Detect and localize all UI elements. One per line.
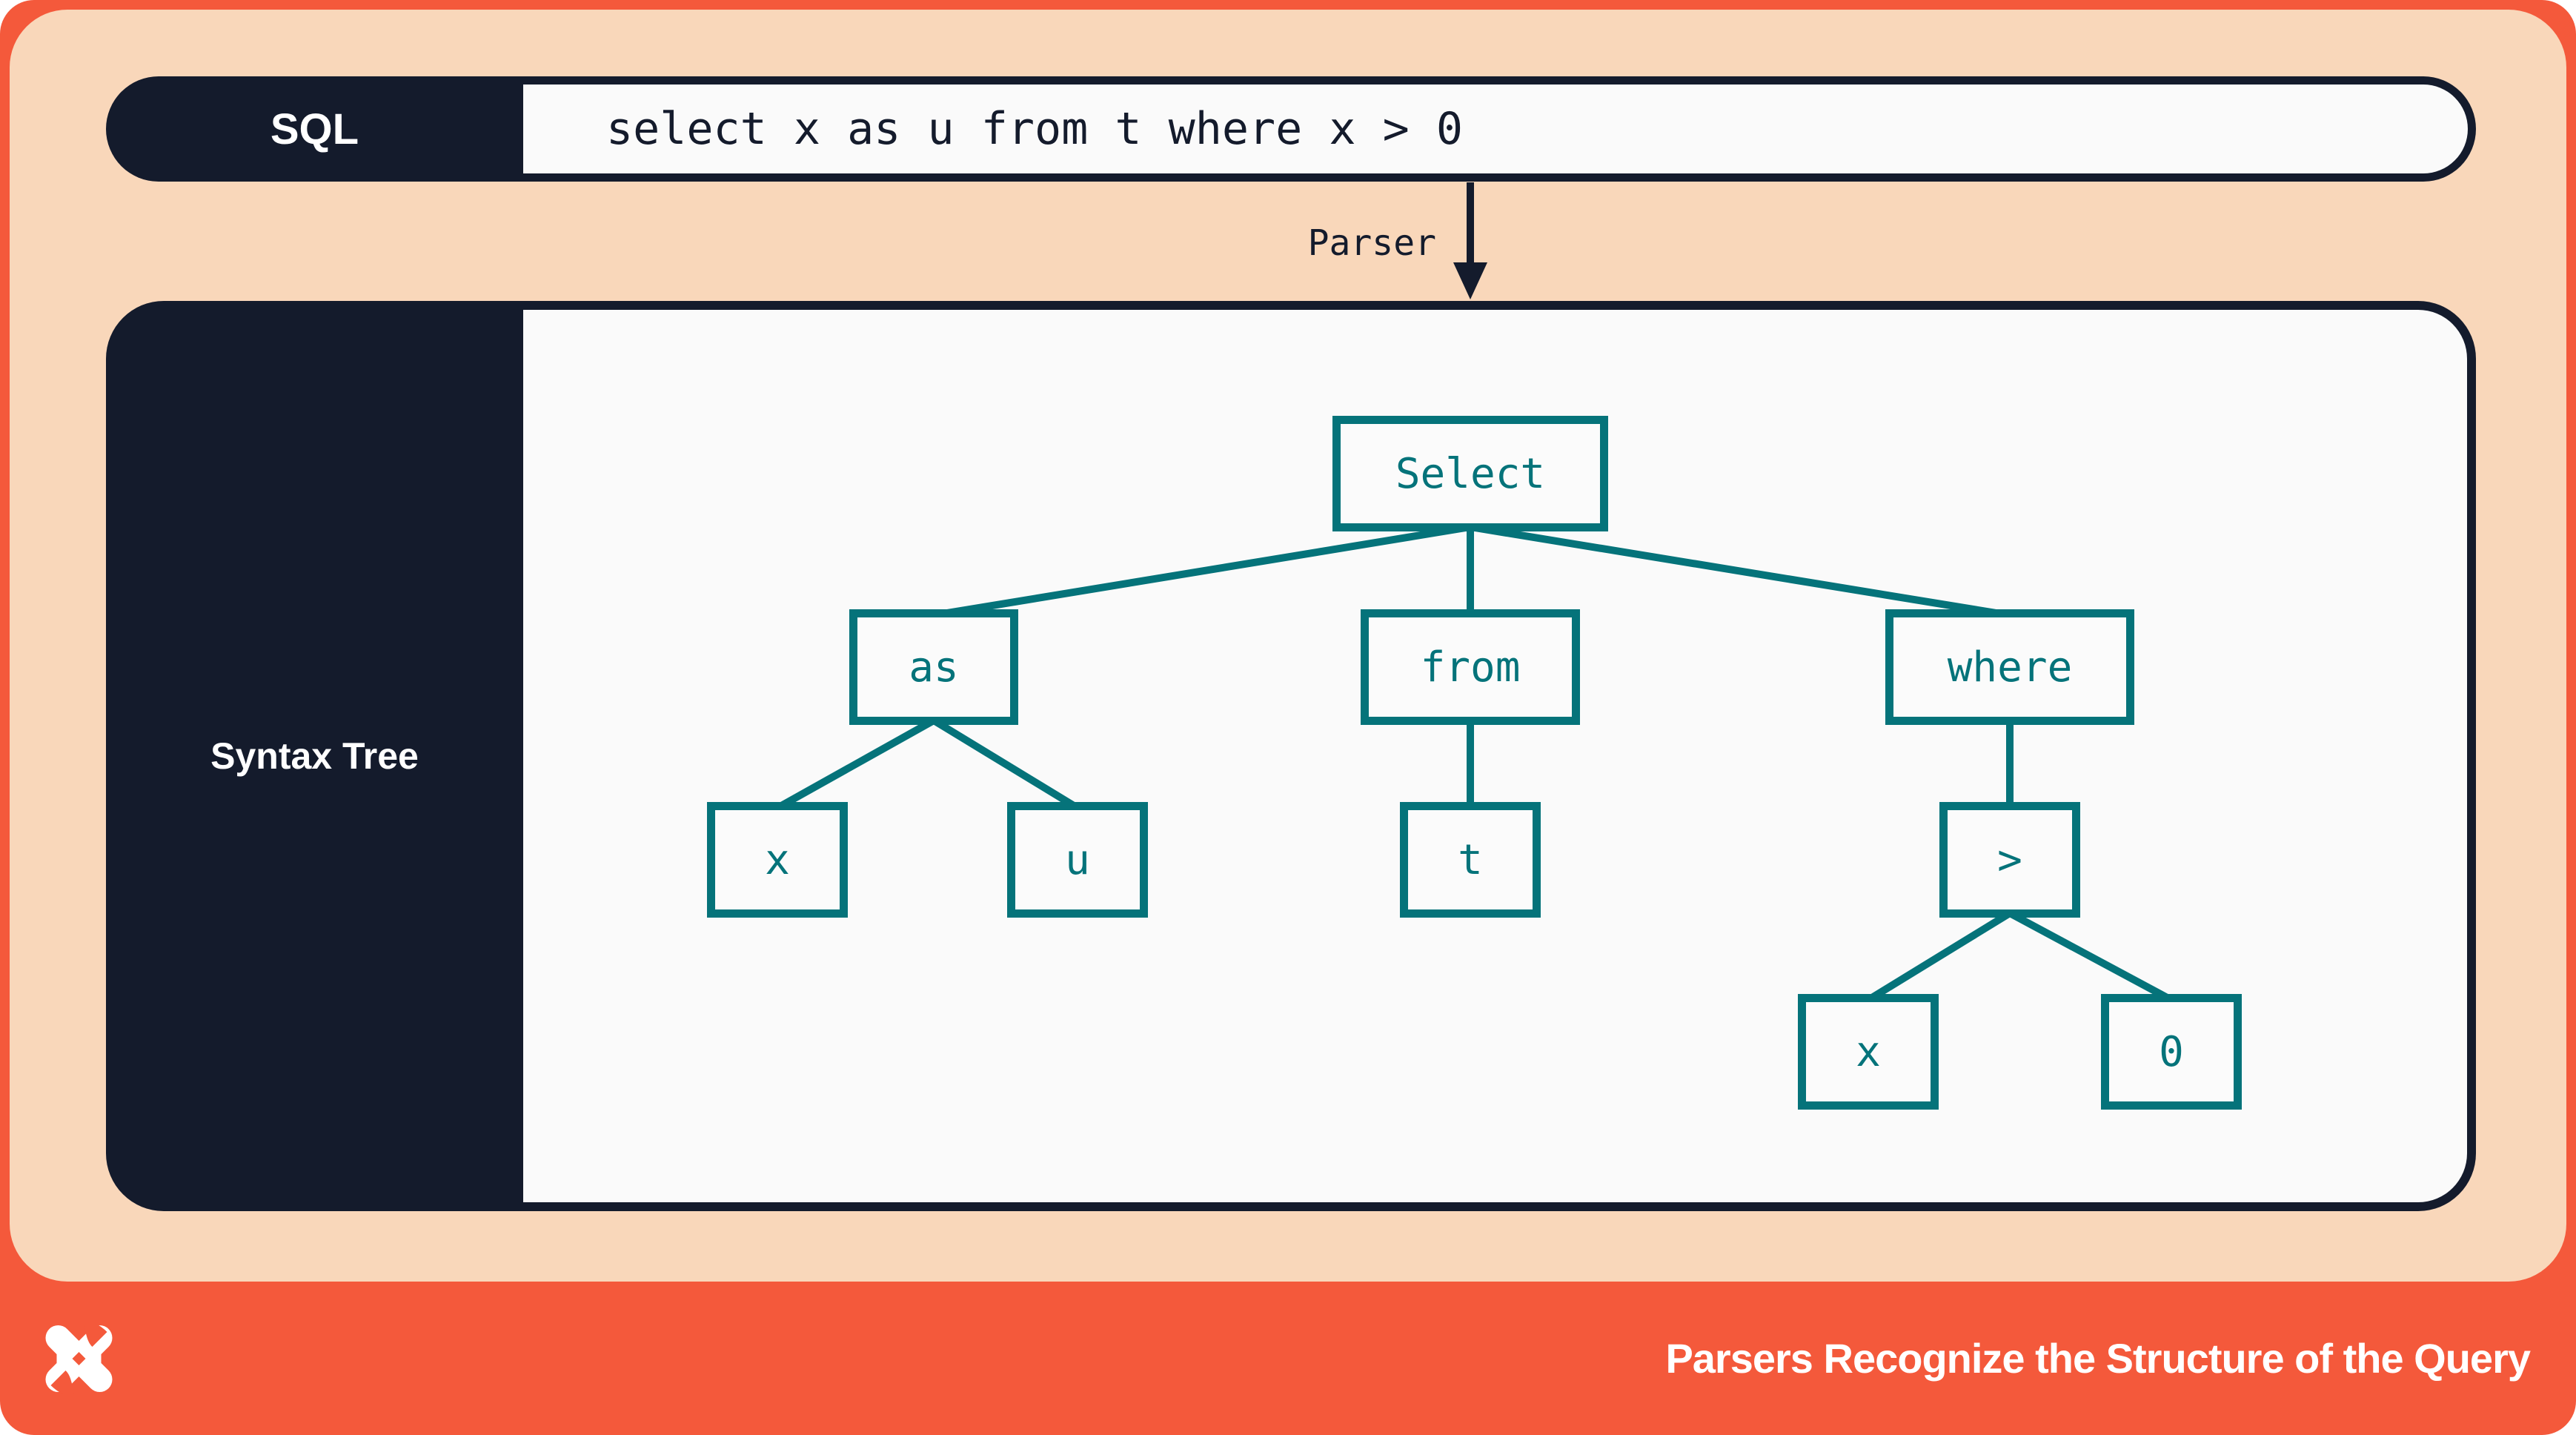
footer-bar: Parsers Recognize the Structure of the Q…	[0, 1282, 2576, 1435]
tree-node-from: from	[1361, 609, 1580, 725]
tree-node-where: where	[1885, 609, 2134, 725]
sql-bar-label: SQL	[270, 105, 359, 153]
sql-code-text: select x as u from t where x > 0	[606, 103, 1463, 155]
parser-step-label: Parser	[1307, 222, 1436, 264]
tree-node-t: t	[1400, 802, 1541, 918]
tree-node-gt: >	[1939, 802, 2080, 918]
tree-node-x2: x	[1798, 994, 1939, 1110]
sql-bar: SQL select x as u from t where x > 0	[106, 76, 2476, 182]
tree-node-zero: 0	[2101, 994, 2242, 1110]
tree-node-select: Select	[1332, 416, 1608, 531]
sql-bar-label-zone: SQL	[106, 76, 523, 182]
x-pinwheel-logo-icon	[45, 1323, 113, 1394]
slide-title: Parsers Recognize the Structure of the Q…	[1665, 1335, 2531, 1382]
syntax-tree-label-zone: Syntax Tree	[106, 301, 523, 1211]
syntax-tree-label: Syntax Tree	[210, 735, 419, 777]
sql-code-area: select x as u from t where x > 0	[523, 84, 2468, 173]
tree-node-as: as	[849, 609, 1018, 725]
tree-node-u: u	[1007, 802, 1148, 918]
tree-node-x1: x	[707, 802, 848, 918]
